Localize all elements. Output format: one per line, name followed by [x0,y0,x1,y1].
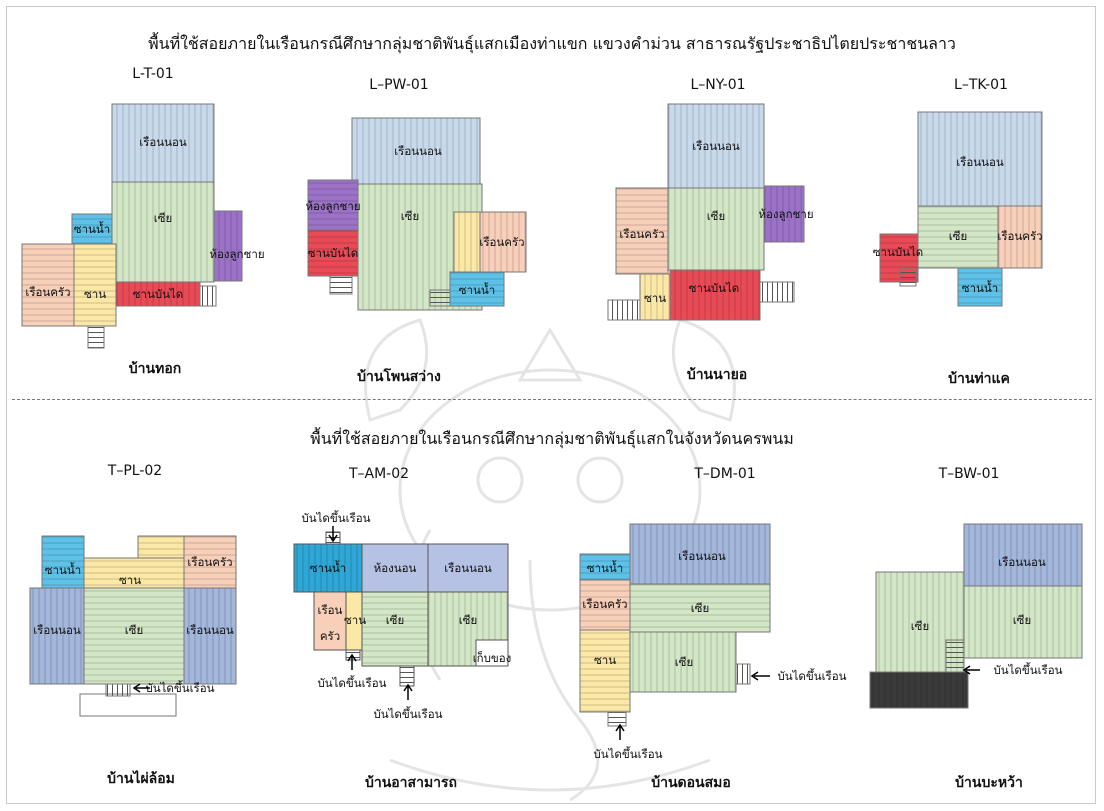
plan-code-t-am-02: T–AM-02 [348,466,410,482]
room-son: ห้องลูกชาย [758,207,813,221]
room-son: ห้องลูกชาย [209,247,264,261]
room-water: ซานน้ำ [459,282,495,297]
room-stairs: ซานบันได [873,245,924,259]
room-son: ห้องลูกชาย [305,199,360,213]
room-bedroom: เรือนนอน [956,155,1004,169]
annotation-stairs-bottom: บันไดขึ้นเรือน [373,706,442,721]
room-storage: เก็บของ [473,650,512,665]
room-hall: เซีย [949,229,967,243]
room-bedroom: เรือนนอน [678,549,726,563]
room-kitchen: เรือนครัว [187,555,232,569]
house-name-t-am-02: บ้านอาสามารถ [364,775,458,791]
annotation-stairs-bottom: บันไดขึ้นเรือน [593,746,662,761]
room-porch: ซาน [644,291,666,305]
section-divider [12,399,1092,400]
room-hall-2: เซีย [1013,613,1031,627]
room-bedroom: เรือนนอน [139,135,187,149]
room-bedroom-right: เรือนนอน [186,623,234,637]
room-hall: เซีย [707,209,725,223]
room-stairs: ซานบันได [133,287,184,301]
room-hall-2: เซีย [675,655,693,669]
title-bottom: พื้นที่ใช้สอยภายในเรือนกรณีศึกษากลุ่มชาต… [310,429,794,448]
room-porch: ซาน [594,653,616,667]
annotation-stairs-top: บันไดขึ้นเรือน [301,510,370,525]
figure-frame [6,6,1096,804]
plan-code-l-tk-01: L–TK-01 [954,77,1008,93]
room-kitchen: เรือนครัว [619,227,664,241]
room-stairs: ซานบันได [689,281,740,295]
room-porch: ซาน [344,613,366,627]
title-top: พื้นที่ใช้สอยภายในเรือนกรณีศึกษากลุ่มชาต… [148,34,956,53]
plan-code-t-pl-02: T–PL-02 [107,463,163,479]
plan-code-l-pw-01: L–PW-01 [369,77,429,93]
annotation-stairs-left: บันไดขึ้นเรือน [317,675,386,690]
plan-code-t-bw-01: T–BW-01 [938,466,1000,482]
house-name-l-pw-01: บ้านโพนสว่าง [357,369,441,385]
house-name-t-bw-01: บ้านบะหว้า [955,775,1023,791]
room-hall-2: เซีย [459,613,477,627]
house-name-l-ny-01: บ้านนายอ [686,367,748,383]
room-hall: เซีย [154,211,172,225]
room-hall-1: เซีย [691,601,709,615]
room-bedroom: เรือนนอน [692,139,740,153]
room-water: ซานน้ำ [587,560,623,575]
house-name-t-pl-02: บ้านไผ่ล้อม [107,771,175,787]
room-kitchen: เรือนครัว [479,235,524,249]
room-hall: เซีย [401,209,419,223]
annotation-stairs: บันไดขึ้นเรือน [993,662,1062,677]
room-kitchen-1: เรือน [318,603,343,617]
room-stairs: ซานบันได [308,246,359,260]
room-porch: ซาน [119,573,141,587]
room-room: ห้องนอน [374,561,417,575]
room-hall: เซีย [125,623,143,637]
room-kitchen: เรือนครัว [582,597,627,611]
plan-code-l-ny-01: L–NY-01 [690,77,746,93]
house-name-t-dm-01: บ้านดอนสมอ [651,775,731,791]
room-hall-1: เซีย [386,613,404,627]
annotation-stairs-right: บันไดขึ้นเรือน [777,668,846,683]
room-kitchen: เรือนครัว [25,285,70,299]
room-water: ซานน้ำ [74,221,110,236]
room-kitchen: เรือนครัว [997,229,1042,243]
room-water: ซานน้ำ [962,280,998,295]
house-name-l-t-01: บ้านทอก [128,361,182,377]
room-bedroom: เรือนนอน [998,555,1046,569]
room-water: ซานน้ำ [45,562,81,577]
room-bedroom-left: เรือนนอน [33,623,81,637]
room-hall-1: เซีย [911,619,929,633]
room-kitchen-2: ครัว [320,629,340,643]
room-porch: ซาน [84,287,106,301]
room-bedroom: เรือนนอน [444,561,492,575]
plan-code-t-dm-01: T–DM-01 [694,466,756,482]
plan-code-l-t-01: L-T-01 [132,66,174,82]
room-water: ซานน้ำ [310,560,346,575]
room-bedroom: เรือนนอน [394,144,442,158]
annotation-stairs: บันไดขึ้นเรือน [145,680,214,695]
house-name-l-tk-01: บ้านท่าแค [948,371,1010,387]
